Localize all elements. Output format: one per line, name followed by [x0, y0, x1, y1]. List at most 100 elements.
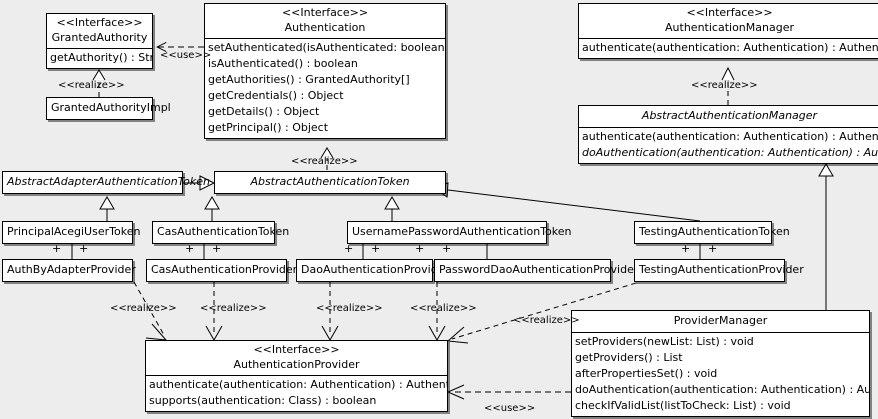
class-name-label: AbstractAuthenticationToken [250, 175, 410, 188]
class-box-cas-authentication-provider[interactable]: CasAuthenticationProvider [146, 259, 298, 282]
edge-label-use-authentication-grantedauthority: <<use>> [160, 50, 212, 61]
class-name-label: AuthenticationManager [665, 21, 794, 34]
class-box-dao-authentication-provider[interactable]: DaoAuthenticationProvider [296, 259, 449, 282]
edge-label-use-providermanager: <<use>> [484, 403, 536, 414]
operations-compartment-authentication-provider: authenticate(authentication: Authenticat… [146, 375, 447, 411]
arrowhead-realize-authbyadapter [145, 323, 168, 341]
class-name-label: ProviderManager [673, 314, 768, 327]
class-header-abstract-authentication-manager: AbstractAuthenticationManager [579, 106, 878, 127]
class-name-label: CasAuthenticationProvider [151, 263, 298, 276]
multiplicity-marker: + [442, 242, 452, 255]
class-box-authentication[interactable]: <<Interface>> Authentication setAuthenti… [204, 3, 446, 139]
class-header-granted-authority: <<Interface>> GrantedAuthority [47, 14, 152, 48]
arrowhead-realize-cas [205, 325, 223, 342]
class-box-testing-authentication-token[interactable]: TestingAuthenticationToken [634, 221, 790, 244]
stereotype-label: <<Interface>> [56, 16, 143, 29]
edge-label-realize-passworddao: <<realize>> [410, 303, 477, 314]
operation-item: getPrincipal() : Object [208, 121, 329, 134]
class-box-granted-authority[interactable]: <<Interface>> GrantedAuthority getAuthor… [46, 13, 153, 69]
class-name-label: CasAuthenticationToken [157, 225, 290, 238]
class-name-label: AbstractAdapterAuthenticationToken [7, 175, 210, 188]
multiplicity-marker: + [681, 242, 691, 255]
stereotype-label: <<Interface>> [281, 6, 369, 19]
multiplicity-marker: + [185, 242, 195, 255]
class-box-username-password-authentication-token[interactable]: UsernamePasswordAuthenticationToken [347, 221, 572, 244]
arrowhead-generalize-providermanager [818, 163, 834, 177]
class-box-principal-acegi-user-token[interactable]: PrincipalAcegiUserToken [2, 221, 141, 244]
multiplicity-marker: + [708, 242, 718, 255]
multiplicity-marker: + [371, 242, 381, 255]
class-name-label: GrantedAuthority [51, 31, 148, 44]
multiplicity-marker: + [79, 242, 89, 255]
class-header-cas-authentication-provider: CasAuthenticationProvider [147, 260, 298, 281]
operation-item: authenticate(authentication: Authenticat… [582, 130, 878, 143]
class-header-username-password-authentication-token: UsernamePasswordAuthenticationToken [348, 222, 572, 243]
class-name-label: TestingAuthenticationProvider [639, 263, 804, 276]
operations-compartment-authentication-manager: authenticate(authentication: Authenticat… [579, 38, 878, 58]
operation-item: getProviders() : List [575, 351, 683, 364]
class-name-label: AbstractAuthenticationManager [641, 109, 818, 122]
operation-item: getDetails() : Object [208, 105, 320, 118]
class-header-granted-authority-impl: GrantedAuthorityImpl [47, 98, 171, 119]
class-box-cas-authentication-token[interactable]: CasAuthenticationToken [152, 221, 290, 244]
class-header-password-dao-authentication-provider: PasswordDaoAuthenticationProvider [435, 260, 639, 281]
arrowhead-use-providermanager [446, 384, 465, 400]
edge-label-realize-abstractauthenticationtoken: <<realize>> [291, 156, 358, 167]
operation-item: checkIfValidList(listToCheck: List) : vo… [575, 399, 791, 412]
class-box-testing-authentication-provider[interactable]: TestingAuthenticationProvider [634, 259, 804, 282]
class-header-abstract-adapter-authentication-token: AbstractAdapterAuthenticationToken [3, 172, 210, 193]
operation-item: getAuthorities() : GrantedAuthority[] [208, 73, 410, 86]
arrowhead-realize-abstractauthenticationmanager [721, 66, 735, 81]
multiplicity-marker: + [52, 242, 62, 255]
operation-item: supports(authentication: Class) : boolea… [149, 394, 377, 407]
class-box-password-dao-authentication-provider[interactable]: PasswordDaoAuthenticationProvider [434, 259, 639, 282]
class-box-granted-authority-impl[interactable]: GrantedAuthorityImpl [46, 97, 171, 120]
arrowhead-generalize-casauthenticationtoken [204, 196, 220, 210]
operation-item: setAuthenticated(isAuthenticated: boolea… [208, 41, 445, 54]
class-header-testing-authentication-provider: TestingAuthenticationProvider [635, 260, 804, 281]
edge-label-realize-testing: <<realize>> [513, 315, 580, 326]
class-box-abstract-adapter-authentication-token[interactable]: AbstractAdapterAuthenticationToken [2, 171, 210, 194]
edge-label-realize-cas: <<realize>> [200, 303, 267, 314]
operation-item: isAuthenticated() : boolean [208, 57, 358, 70]
arrowhead-realize-passworddao [428, 325, 446, 342]
class-header-auth-by-adapter-provider: AuthByAdapterProvider [3, 260, 136, 281]
operations-compartment-authentication: setAuthenticated(isAuthenticated: boolea… [205, 38, 445, 138]
operation-item: doAuthentication(authentication: Authent… [582, 146, 878, 159]
class-box-authentication-provider[interactable]: <<Interface>> AuthenticationProvider aut… [145, 340, 448, 412]
class-name-label: GrantedAuthorityImpl [51, 101, 171, 114]
class-name-label: DaoAuthenticationProvider [301, 263, 449, 276]
edge-label-realize-abstractauthenticationmanager: <<realize>> [691, 80, 758, 91]
multiplicity-marker: + [344, 242, 354, 255]
edge-label-realize-authbyadapter: <<realize>> [110, 303, 177, 314]
class-header-cas-authentication-token: CasAuthenticationToken [153, 222, 290, 243]
class-name-label: PasswordDaoAuthenticationProvider [439, 263, 639, 276]
operation-item: setProviders(newList: List) : void [575, 335, 754, 348]
class-header-provider-manager: ProviderManager [572, 311, 869, 332]
operations-compartment-abstract-authentication-manager: authenticate(authentication: Authenticat… [579, 127, 878, 163]
class-box-authentication-manager[interactable]: <<Interface>> AuthenticationManager auth… [578, 3, 878, 59]
operation-item: authenticate(authentication: Authenticat… [582, 41, 878, 54]
arrowhead-realize-testing [446, 326, 469, 344]
operation-item: authenticate(authentication: Authenticat… [149, 378, 447, 391]
class-header-testing-authentication-token: TestingAuthenticationToken [635, 222, 790, 243]
class-box-abstract-authentication-manager[interactable]: AbstractAuthenticationManager authentica… [578, 105, 878, 164]
class-box-provider-manager[interactable]: ProviderManager setProviders(newList: Li… [571, 310, 870, 417]
class-box-abstract-authentication-token[interactable]: AbstractAuthenticationToken [214, 171, 446, 194]
class-header-authentication-provider: <<Interface>> AuthenticationProvider [146, 341, 447, 375]
arrowhead-realize-grantedauthorityimpl [92, 69, 106, 81]
class-name-label: Authentication [284, 21, 366, 34]
class-header-authentication: <<Interface>> Authentication [205, 4, 445, 38]
class-name-label: PrincipalAcegiUserToken [7, 225, 141, 238]
stereotype-label: <<Interface>> [253, 343, 340, 356]
operations-compartment-provider-manager: setProviders(newList: List) : void getPr… [572, 332, 869, 416]
stereotype-label: <<Interface>> [686, 6, 773, 19]
operation-item: getAuthority() : String [50, 51, 152, 64]
operation-item: afterPropertiesSet() : void [575, 367, 718, 380]
multiplicity-marker: + [415, 242, 425, 255]
class-box-auth-by-adapter-provider[interactable]: AuthByAdapterProvider [2, 259, 136, 282]
edge-label-realize-grantedauthorityimpl: <<realize>> [58, 80, 125, 91]
class-name-label: AuthByAdapterProvider [7, 263, 136, 276]
operation-item: doAuthentication(authentication: Authent… [575, 383, 869, 396]
